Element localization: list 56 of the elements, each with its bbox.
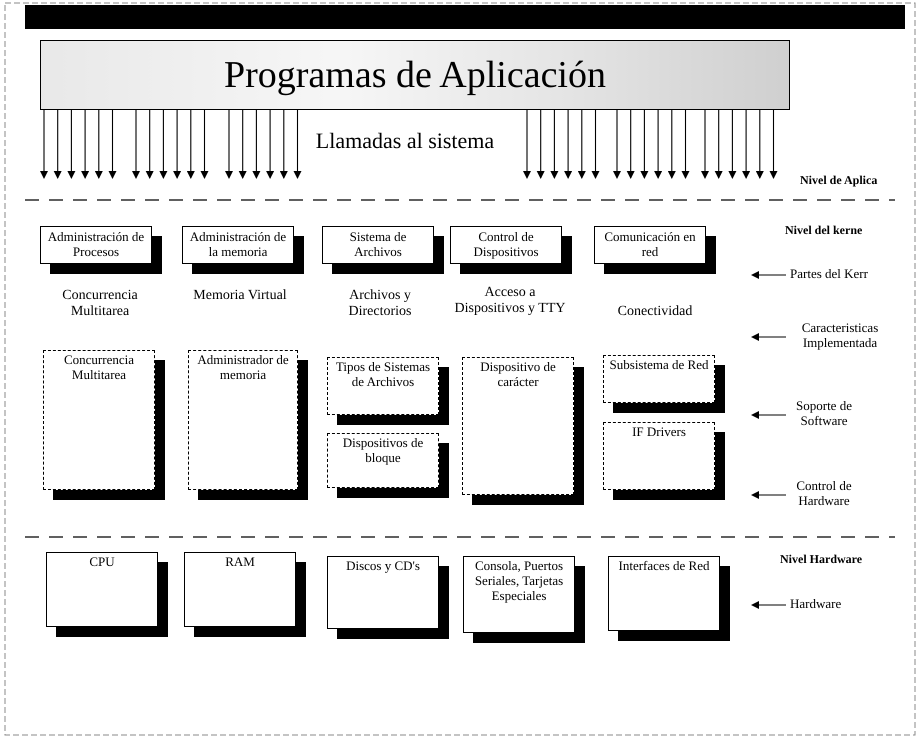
level-caption: Caracteristicas Implementada bbox=[790, 320, 890, 350]
arrow bbox=[714, 108, 723, 179]
application-programs-box: Programas de Aplicación bbox=[40, 40, 790, 110]
level-label: Nivel del kerne bbox=[785, 222, 864, 238]
level-label: Nivel Hardware bbox=[780, 551, 864, 567]
arrow bbox=[280, 108, 288, 179]
arrow bbox=[564, 108, 572, 179]
arrow bbox=[728, 108, 736, 179]
feature-text: Memoria Virtual bbox=[192, 288, 288, 304]
feature-text: Conectividad bbox=[616, 304, 694, 320]
arrow bbox=[640, 108, 648, 179]
arrow bbox=[592, 108, 600, 179]
arrow bbox=[266, 108, 274, 179]
arrow bbox=[770, 108, 778, 179]
level-caption: Hardware bbox=[790, 596, 842, 611]
arrow bbox=[682, 108, 690, 179]
arrow bbox=[67, 108, 76, 179]
arrow bbox=[225, 108, 233, 179]
arrow bbox=[751, 333, 786, 341]
arrow bbox=[613, 108, 621, 179]
arrow bbox=[626, 108, 635, 179]
arrow bbox=[159, 108, 168, 179]
arrow bbox=[186, 108, 195, 179]
arrow bbox=[108, 108, 116, 179]
system-calls-label: Llamadas al sistema bbox=[314, 128, 496, 154]
arrow bbox=[200, 108, 208, 179]
arrow bbox=[550, 108, 558, 179]
arrow bbox=[536, 108, 545, 179]
arrow bbox=[81, 108, 90, 179]
arrow bbox=[578, 108, 586, 179]
feature-text: Concurrencia Multitarea bbox=[61, 288, 139, 320]
arrow bbox=[294, 108, 302, 179]
arrow bbox=[132, 108, 140, 179]
arrow bbox=[238, 108, 247, 179]
arrow bbox=[751, 491, 786, 499]
level-caption: Partes del Kerr bbox=[790, 266, 868, 281]
arrow bbox=[751, 601, 786, 609]
feature-text: Archivos y Directorios bbox=[348, 288, 412, 320]
arrow bbox=[701, 108, 709, 179]
arrow bbox=[756, 108, 764, 179]
feature-text: Acceso a Dispositivos y TTY bbox=[454, 285, 566, 317]
arrow bbox=[94, 108, 103, 179]
level-caption: Control de Hardware bbox=[790, 478, 858, 508]
arrow bbox=[173, 108, 182, 179]
level-caption: Soporte de Software bbox=[790, 398, 858, 428]
level-label: Nivel de Aplica bbox=[800, 172, 878, 188]
arrow bbox=[668, 108, 676, 179]
arrow bbox=[252, 108, 260, 179]
arrow bbox=[54, 108, 62, 179]
arrow bbox=[751, 271, 786, 279]
arrow bbox=[742, 108, 750, 179]
arrow bbox=[654, 108, 662, 179]
arrow bbox=[523, 108, 531, 179]
arrow bbox=[146, 108, 154, 179]
arrow bbox=[751, 411, 786, 419]
arrow bbox=[40, 108, 48, 179]
